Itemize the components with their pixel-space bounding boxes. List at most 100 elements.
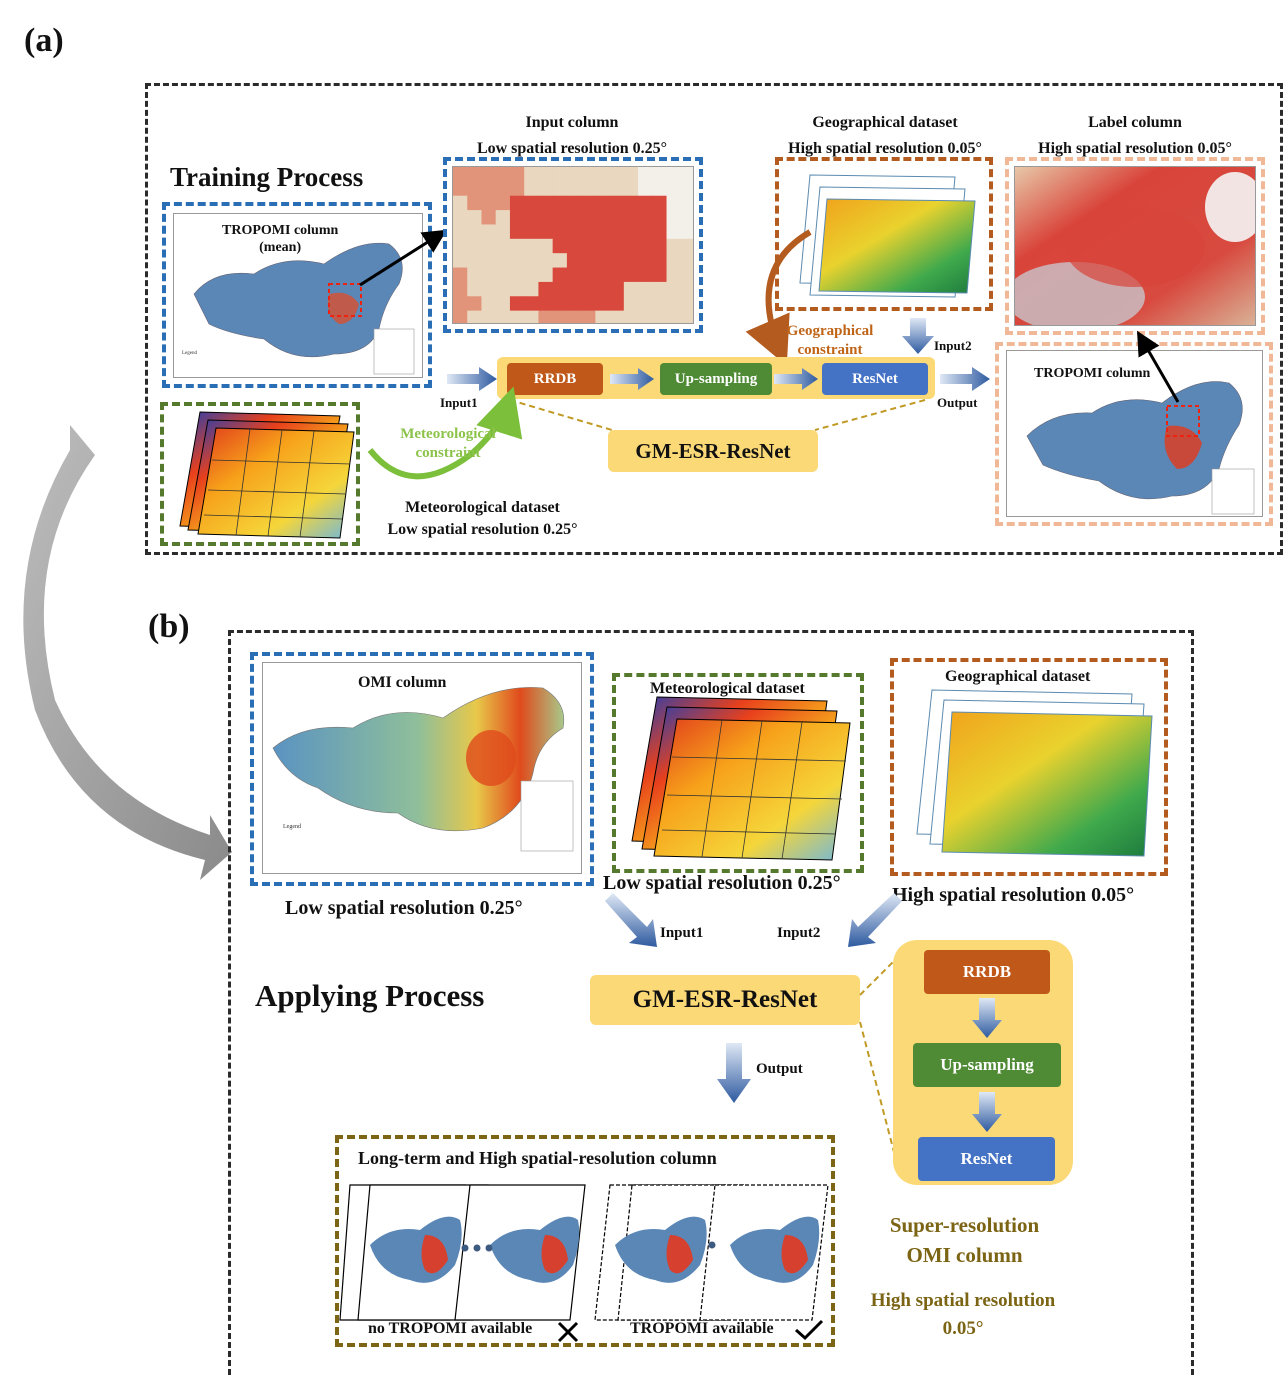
map-set-tropomi — [594, 1184, 829, 1321]
panel-b-frame — [228, 630, 1194, 1375]
grid-cell — [467, 296, 482, 312]
grid-cell — [524, 310, 539, 323]
hsr-label-b: High spatial resolution 0.05° — [870, 1290, 1056, 1339]
grid-cell — [623, 296, 639, 312]
grid-cell — [680, 167, 693, 182]
grid-cell — [609, 281, 625, 297]
grid-cell — [623, 224, 639, 240]
grid-cell — [495, 296, 511, 312]
met-stack-b — [631, 696, 851, 861]
panel-b-label: (b) — [148, 608, 190, 645]
grid-cell — [453, 210, 468, 225]
grid-cell — [623, 167, 639, 182]
output-arrow-b — [717, 1043, 751, 1103]
china-map-blue-output — [1026, 381, 1255, 515]
grid-cell — [666, 210, 682, 225]
geo-stack-a — [799, 174, 976, 298]
tropomi-mean-map: Legend — [173, 213, 423, 378]
grid-cell — [595, 224, 611, 240]
grid-cell — [552, 210, 568, 225]
grid-cell — [495, 310, 511, 323]
grid-cell — [481, 281, 497, 297]
output-arrow-a — [940, 367, 990, 391]
grid-cell — [680, 281, 693, 297]
grid-cell — [524, 210, 539, 225]
grid-cell — [509, 195, 525, 211]
grid-cell — [652, 195, 668, 211]
upsampling-box-b: Up-sampling — [913, 1043, 1061, 1087]
grid-cell — [595, 310, 611, 323]
grid-cell — [509, 210, 525, 225]
panel-a-label: (a) — [24, 22, 64, 59]
omi-map: Legend — [262, 662, 582, 874]
met-title-a: Meteorological dataset Low spatial resol… — [387, 499, 578, 538]
grid-cell — [680, 253, 693, 269]
grid-cell — [453, 281, 468, 297]
grid-cell — [566, 167, 582, 182]
grid-cell — [481, 195, 497, 211]
grid-cell — [638, 267, 653, 283]
grid-cell — [509, 224, 525, 240]
grid-cell — [453, 238, 468, 254]
tropomi-output-frame — [995, 342, 1273, 526]
grid-cell — [680, 181, 693, 197]
grid-cell — [581, 210, 596, 225]
grid-cell — [623, 195, 639, 211]
grid-cell — [552, 310, 568, 323]
grid-cell — [566, 253, 582, 269]
grid-cell — [595, 181, 611, 197]
grid-cell — [509, 253, 525, 269]
grid-cell — [581, 281, 596, 297]
grid-cell — [609, 296, 625, 312]
met-stack-a — [179, 411, 355, 539]
grid-cell — [495, 167, 511, 182]
sr-omi-label: Super-resolution OMI column — [889, 1213, 1040, 1267]
grid-cell — [467, 210, 482, 225]
grid-cell — [652, 224, 668, 240]
grid-cell — [538, 296, 554, 312]
grid-cell — [638, 167, 653, 182]
grid-cell — [453, 253, 468, 269]
longterm-frame — [335, 1135, 835, 1347]
label-column-frame — [1005, 157, 1265, 335]
grid-cell — [595, 296, 611, 312]
input-column-map — [452, 166, 694, 324]
grid-cell — [524, 281, 539, 297]
grid-cell — [481, 181, 497, 197]
svg-text:Legend: Legend — [182, 351, 197, 356]
geo-title-b: Geographical dataset — [945, 668, 1091, 685]
grid-cell — [652, 267, 668, 283]
grid-cell — [467, 167, 482, 182]
grid-cell — [467, 281, 482, 297]
input1-arrow-b — [605, 893, 657, 947]
grid-cell — [609, 210, 625, 225]
grid-cell — [467, 253, 482, 269]
tropomi-mean-title: TROPOMI column (mean) — [222, 223, 339, 255]
grid-cell — [638, 181, 653, 197]
grid-cell — [638, 253, 653, 269]
grid-cell — [509, 310, 525, 323]
grid-cell — [538, 210, 554, 225]
grid-cell — [524, 167, 539, 182]
grid-cell — [623, 210, 639, 225]
grid-cell — [638, 224, 653, 240]
arrow-up-resnet-a — [774, 368, 818, 390]
grid-cell — [552, 296, 568, 312]
input2-label-a: Input2 — [934, 338, 972, 353]
grid-cell — [566, 310, 582, 323]
map-set-no-tropomi — [339, 1184, 586, 1321]
grid-cell — [609, 267, 625, 283]
grid-cell — [609, 310, 625, 323]
grid-cell — [467, 238, 482, 254]
grid-cell — [552, 181, 568, 197]
grid-cell — [566, 224, 582, 240]
grid-cell — [595, 195, 611, 211]
grid-cell — [652, 238, 668, 254]
grid-cell — [453, 195, 468, 211]
grid-cell — [581, 195, 596, 211]
checkmark-icon — [795, 1319, 824, 1341]
grid-cell — [666, 224, 682, 240]
grid-cell — [609, 195, 625, 211]
grid-cell — [666, 195, 682, 211]
grid-cell — [538, 195, 554, 211]
